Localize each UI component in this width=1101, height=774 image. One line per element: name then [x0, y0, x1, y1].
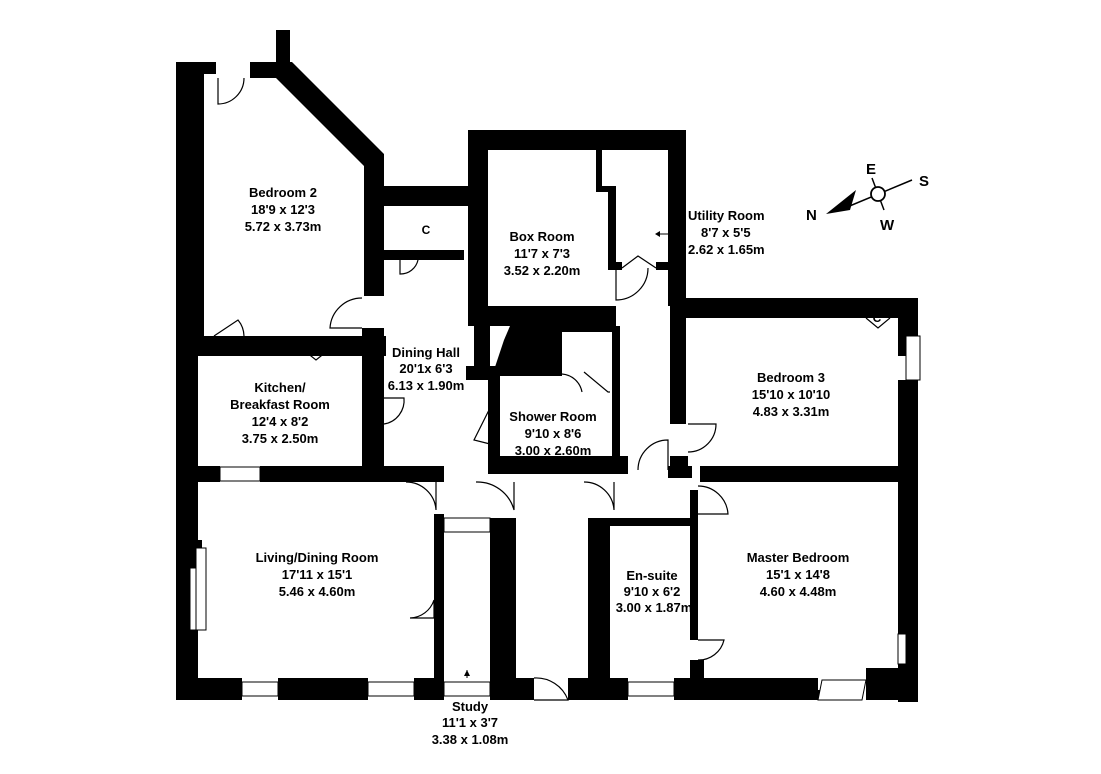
- room-name: Kitchen/: [254, 380, 306, 395]
- cupboard-markers: C C C C C: [226, 223, 882, 359]
- room-imperial: 8'7 x 5'5: [701, 225, 751, 240]
- room-name: Study: [452, 699, 489, 714]
- room-metric: 4.60 x 4.48m: [760, 584, 837, 599]
- room-box-room-label: Box Room 11'7 x 7'3 3.52 x 2.20m: [504, 229, 581, 278]
- cupboard-label: C: [313, 342, 322, 356]
- doors: [213, 77, 891, 701]
- room-name: Bedroom 2: [249, 185, 317, 200]
- room-master-bedroom-label: Master Bedroom 15'1 x 14'8 4.60 x 4.48m: [747, 550, 850, 599]
- room-name: Master Bedroom: [747, 550, 850, 565]
- room-name: Shower Room: [509, 409, 596, 424]
- room-metric: 3.52 x 2.20m: [504, 263, 581, 278]
- room-metric: 5.72 x 3.73m: [245, 219, 322, 234]
- room-metric: 3.38 x 1.08m: [432, 732, 509, 747]
- room-metric: 3.00 x 1.87m: [616, 600, 693, 615]
- windows: [189, 335, 921, 701]
- room-imperial: 15'10 x 10'10: [752, 387, 830, 402]
- room-imperial: 12'4 x 8'2: [252, 414, 309, 429]
- cupboard-label: C: [226, 339, 235, 353]
- room-name: Living/Dining Room: [256, 550, 379, 565]
- room-imperial: 11'7 x 7'3: [514, 246, 570, 261]
- room-living-dining-label: Living/Dining Room 17'11 x 15'1 5.46 x 4…: [256, 550, 379, 599]
- room-metric: 5.46 x 4.60m: [279, 584, 356, 599]
- room-imperial: 17'11 x 15'1: [282, 567, 353, 582]
- room-imperial: 20'1x 6'3: [399, 361, 452, 376]
- room-name: En-suite: [626, 568, 677, 583]
- compass-east: E: [866, 161, 876, 178]
- north-arrow-icon: [826, 190, 856, 214]
- compass-north: N: [806, 207, 817, 224]
- room-en-suite-label: En-suite 9'10 x 6'2 3.00 x 1.87m: [616, 568, 693, 615]
- room-utility-room-label: Utility Room 8'7 x 5'5 2.62 x 1.65m: [688, 208, 765, 257]
- cupboard-label: C: [873, 311, 882, 325]
- room-dining-hall-label: Dining Hall 20'1x 6'3 6.13 x 1.90m: [388, 345, 465, 393]
- room-kitchen-label: Kitchen/ Breakfast Room 12'4 x 8'2 3.75 …: [230, 380, 330, 446]
- room-bedroom2-label: Bedroom 2 18'9 x 12'3 5.72 x 3.73m: [245, 185, 322, 234]
- room-name-line2: Breakfast Room: [230, 397, 330, 412]
- room-name: Box Room: [510, 229, 575, 244]
- room-name: Utility Room: [688, 208, 765, 223]
- cupboard-label: C: [480, 345, 489, 359]
- cupboard-label: C: [422, 223, 431, 237]
- compass-south: S: [919, 173, 929, 190]
- room-imperial: 11'1 x 3'7: [442, 715, 498, 730]
- room-metric: 2.62 x 1.65m: [688, 242, 765, 257]
- walls: [176, 30, 918, 702]
- room-imperial: 18'9 x 12'3: [251, 202, 315, 217]
- room-name: Dining Hall: [392, 345, 460, 360]
- room-imperial: 9'10 x 8'6: [525, 426, 582, 441]
- room-metric: 3.75 x 2.50m: [242, 431, 319, 446]
- room-metric: 6.13 x 1.90m: [388, 378, 465, 393]
- room-name: Bedroom 3: [757, 370, 825, 385]
- room-imperial: 9'10 x 6'2: [624, 584, 681, 599]
- room-imperial: 15'1 x 14'8: [766, 567, 830, 582]
- room-shower-room-label: Shower Room 9'10 x 8'6 3.00 x 2.60m: [509, 409, 596, 458]
- compass-rose: N E S W: [806, 161, 929, 234]
- room-metric: 3.00 x 2.60m: [515, 443, 592, 458]
- room-metric: 4.83 x 3.31m: [753, 404, 830, 419]
- room-study-label: Study 11'1 x 3'7 3.38 x 1.08m: [432, 699, 509, 747]
- room-bedroom3-label: Bedroom 3 15'10 x 10'10 4.83 x 3.31m: [752, 370, 830, 419]
- compass-west: W: [880, 217, 895, 234]
